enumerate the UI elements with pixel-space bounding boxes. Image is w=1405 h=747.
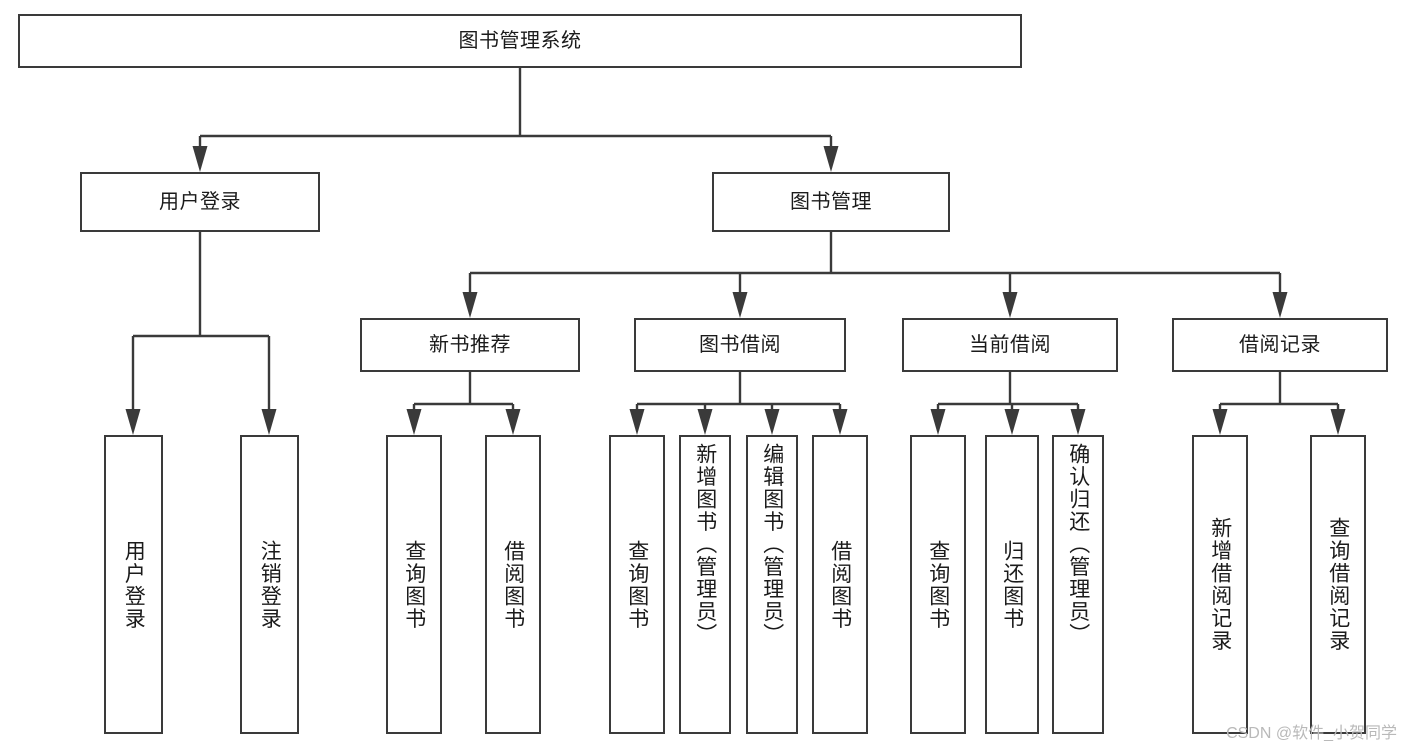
node-label: 图书管理系统: [458, 30, 582, 52]
arrowhead: [505, 409, 521, 435]
node-leaf-query-book-3[interactable]: 查询图书: [910, 435, 966, 734]
node-leaf-logout[interactable]: 注销登录: [240, 435, 299, 734]
node-leaf-return-book[interactable]: 归还图书: [985, 435, 1039, 734]
node-root[interactable]: 图书管理系统: [18, 14, 1022, 68]
connector-user-login-to-leaves: [125, 232, 277, 435]
arrowhead: [406, 409, 422, 435]
node-label: 查询图书: [625, 539, 649, 630]
node-label: 查询借阅记录: [1326, 517, 1350, 652]
node-book-borrow[interactable]: 图书借阅: [634, 318, 846, 372]
connector-borrow-record-to-leaves: [1212, 372, 1346, 435]
node-leaf-add-book[interactable]: 新增图书（管理员）: [679, 435, 731, 734]
csdn-watermark: CSDN @软件_小贺同学: [1226, 725, 1397, 742]
node-label: 图书管理: [790, 191, 872, 213]
node-label: 借阅记录: [1239, 334, 1321, 356]
arrowhead: [930, 409, 946, 435]
arrowhead: [261, 409, 277, 435]
node-leaf-add-record[interactable]: 新增借阅记录: [1192, 435, 1248, 734]
node-leaf-query-book-1[interactable]: 查询图书: [386, 435, 442, 734]
connector-book-borrow-to-leaves: [629, 372, 848, 435]
arrowhead: [697, 409, 713, 435]
node-label: 注销登录: [258, 539, 282, 630]
arrowhead: [192, 146, 208, 172]
arrowhead: [732, 292, 748, 318]
node-leaf-borrow-book-1[interactable]: 借阅图书: [485, 435, 541, 734]
node-label: 编辑图书（管理员）: [760, 443, 784, 646]
node-borrow-record[interactable]: 借阅记录: [1172, 318, 1388, 372]
node-label: 用户登录: [159, 191, 241, 213]
connector-root-to-level1: [192, 68, 839, 172]
node-label: 归还图书: [1000, 539, 1024, 630]
node-leaf-user-login[interactable]: 用户登录: [104, 435, 163, 734]
node-label: 用户登录: [122, 539, 146, 630]
arrowhead: [832, 409, 848, 435]
connector-book-manage-to-level2: [462, 232, 1288, 318]
node-label: 确认归还（管理员）: [1066, 443, 1090, 646]
node-label: 新增图书（管理员）: [693, 443, 717, 646]
arrowhead: [1070, 409, 1086, 435]
arrowhead: [1002, 292, 1018, 318]
node-label: 借阅图书: [828, 539, 852, 630]
node-label: 查询图书: [926, 539, 950, 630]
node-label: 借阅图书: [501, 539, 525, 630]
node-label: 图书借阅: [699, 334, 781, 356]
node-new-book-rec[interactable]: 新书推荐: [360, 318, 580, 372]
node-user-login[interactable]: 用户登录: [80, 172, 320, 232]
node-current-borrow[interactable]: 当前借阅: [902, 318, 1118, 372]
arrowhead: [823, 146, 839, 172]
node-label: 新增借阅记录: [1208, 517, 1232, 652]
node-leaf-confirm-return[interactable]: 确认归还（管理员）: [1052, 435, 1104, 734]
connector-current-borrow-to-leaves: [930, 372, 1086, 435]
arrowhead: [764, 409, 780, 435]
node-leaf-query-book-2[interactable]: 查询图书: [609, 435, 665, 734]
arrowhead: [462, 292, 478, 318]
arrowhead: [125, 409, 141, 435]
node-book-manage[interactable]: 图书管理: [712, 172, 950, 232]
arrowhead: [1004, 409, 1020, 435]
node-leaf-edit-book[interactable]: 编辑图书（管理员）: [746, 435, 798, 734]
node-label: 查询图书: [402, 539, 426, 630]
arrowhead: [1330, 409, 1346, 435]
node-label: 当前借阅: [969, 334, 1051, 356]
arrowhead: [1272, 292, 1288, 318]
node-label: 新书推荐: [429, 334, 511, 356]
arrowhead: [629, 409, 645, 435]
connector-new-book-rec-to-leaves: [406, 372, 521, 435]
node-leaf-borrow-book-2[interactable]: 借阅图书: [812, 435, 868, 734]
arrowhead: [1212, 409, 1228, 435]
node-leaf-query-record[interactable]: 查询借阅记录: [1310, 435, 1366, 734]
